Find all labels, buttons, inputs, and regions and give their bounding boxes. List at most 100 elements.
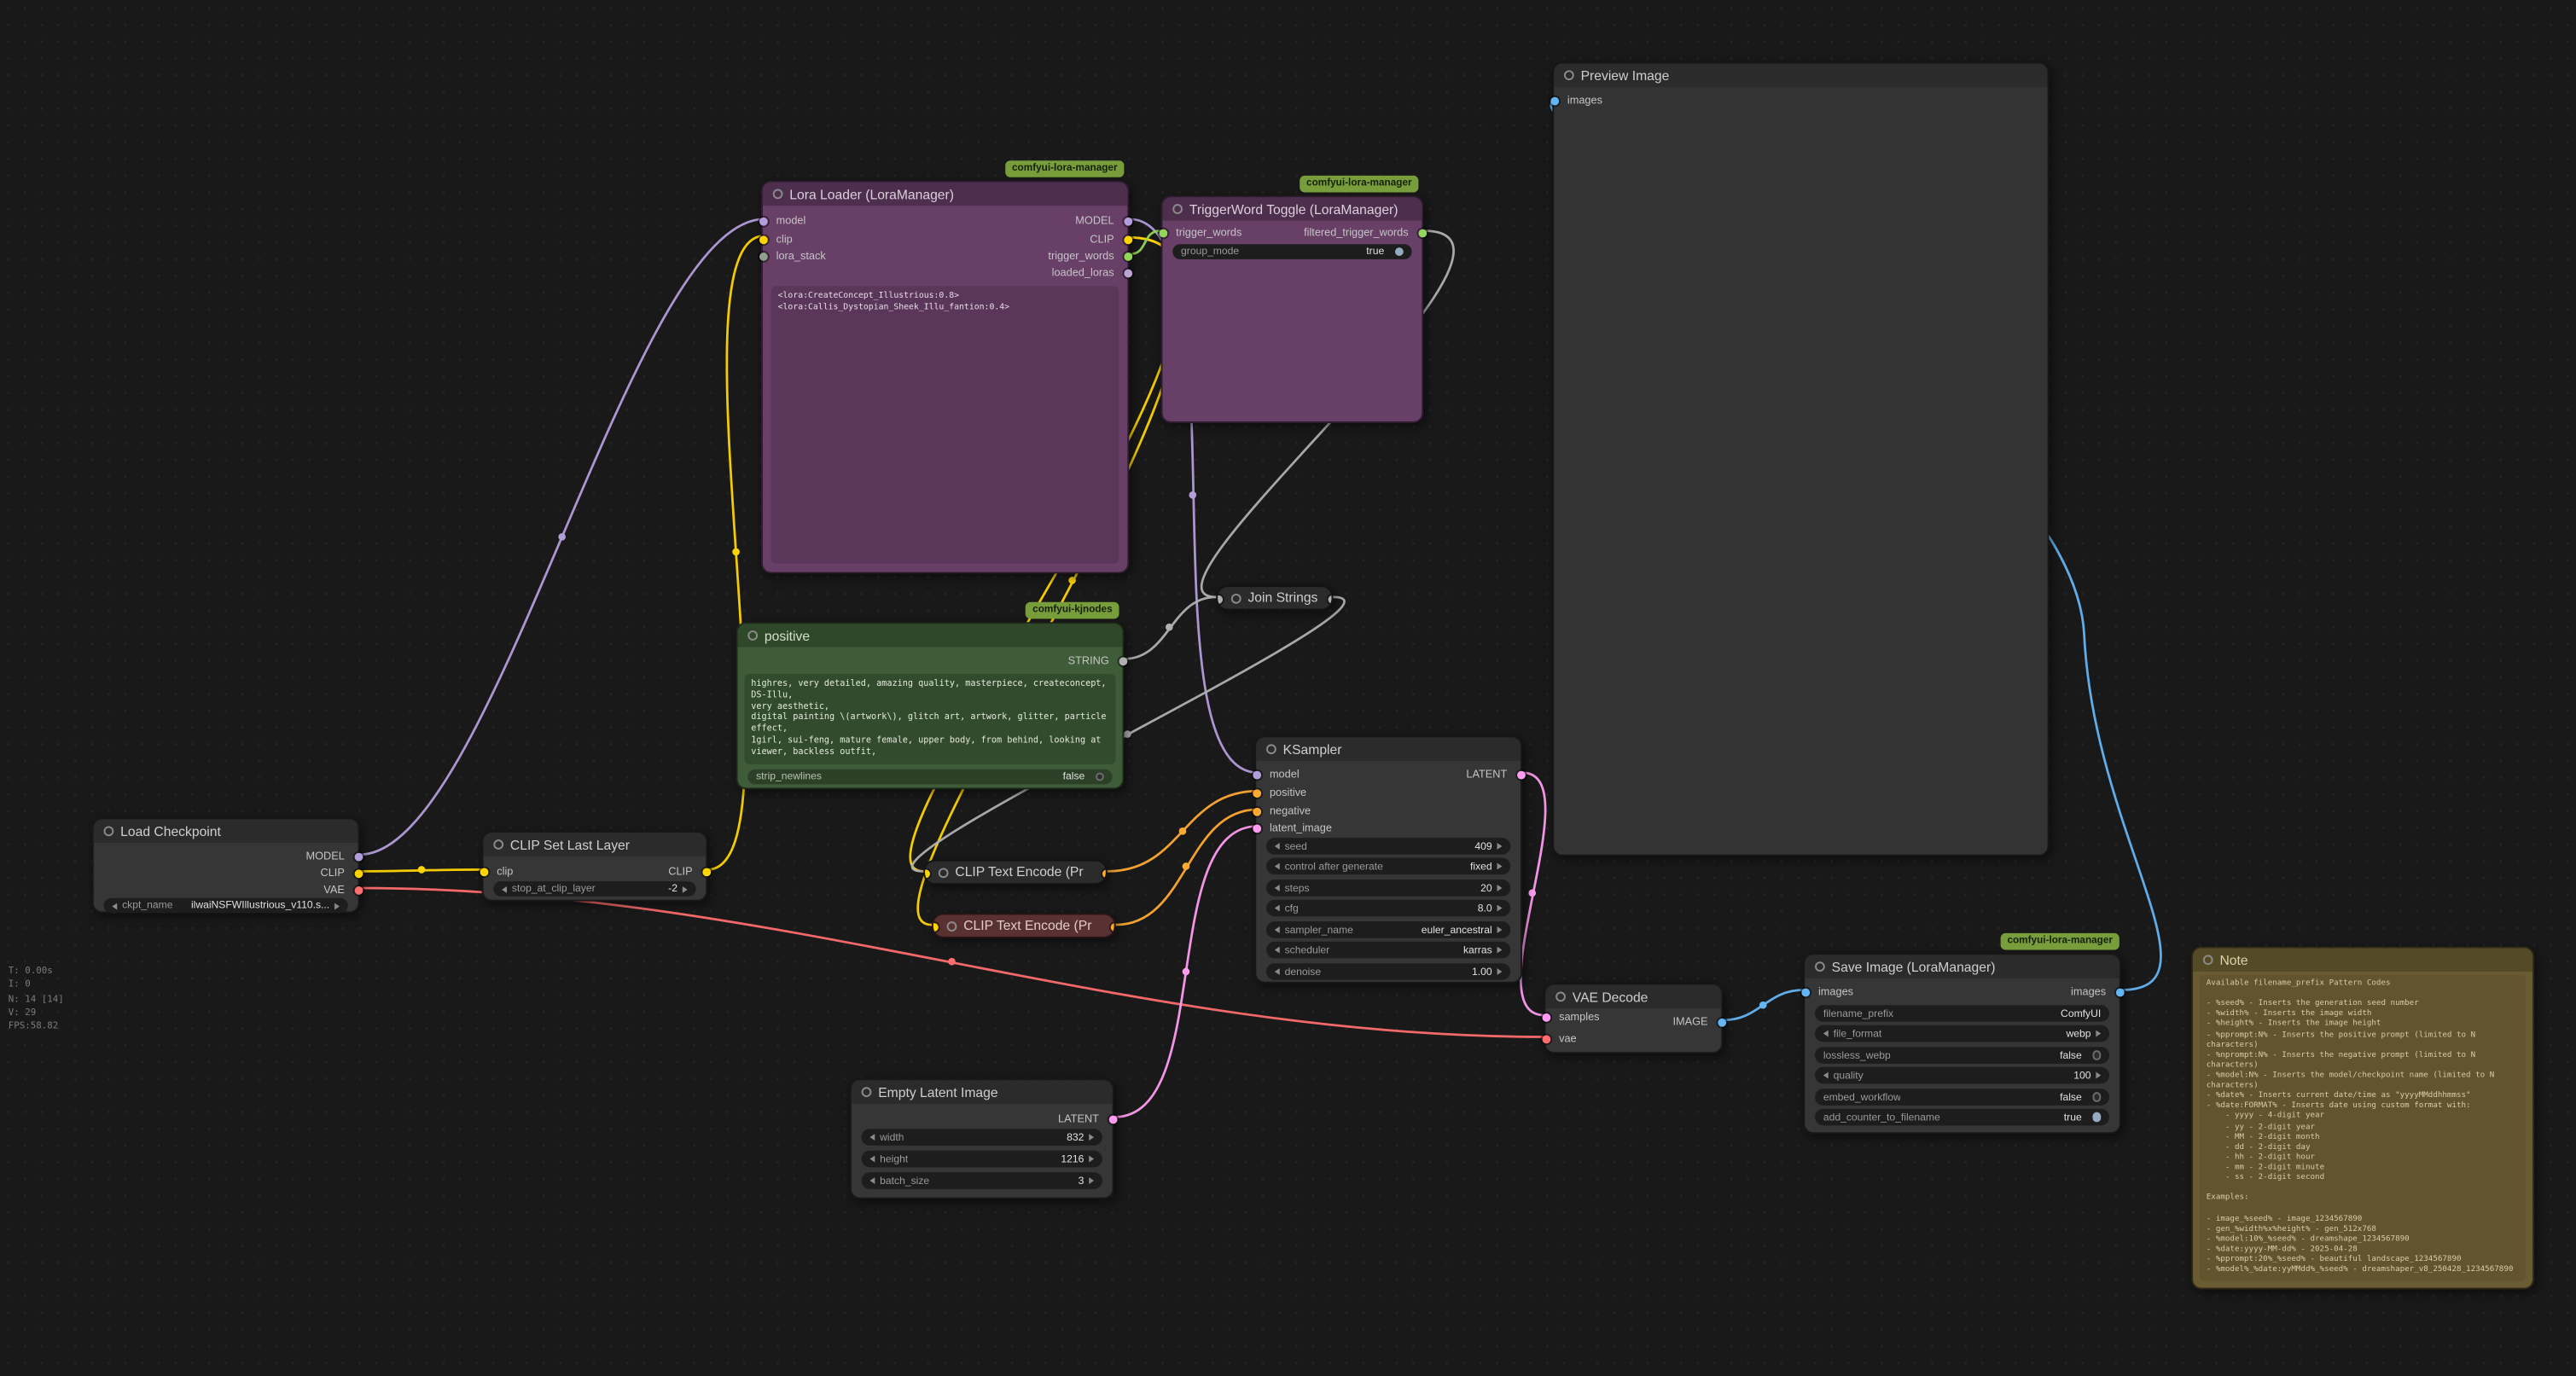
node-ksampler[interactable]: KSampler model positive negative latent_… [1254,736,1522,984]
collapse-dot-icon[interactable] [1815,961,1825,972]
model-port-icon[interactable] [1123,218,1131,226]
next-option-arrow-icon[interactable] [2096,1031,2101,1037]
node-title-bar[interactable]: TriggerWord Toggle (LoraManager) [1162,197,1422,220]
prev-option-arrow-icon[interactable] [112,903,117,909]
toggle-knob-icon[interactable] [1394,247,1404,257]
image-port-icon[interactable] [2115,989,2124,997]
widget-strip-newlines[interactable]: strip_newlines false [747,769,1112,785]
node-triggerword-toggle[interactable]: comfyui-lora-manager TriggerWord Toggle … [1161,195,1424,423]
node-title-bar[interactable]: Empty Latent Image [852,1080,1113,1103]
filtered-trigger-words-port-icon[interactable] [1417,229,1426,238]
increment-arrow-icon[interactable] [1089,1177,1094,1184]
decrement-arrow-icon[interactable] [869,1134,875,1141]
latent-port-icon[interactable] [1252,824,1260,833]
widget-file-format[interactable]: file_format webp [1815,1025,2109,1042]
node-clip-set-last-layer[interactable]: CLIP Set Last Layer clip CLIP stop_at_cl… [482,831,708,901]
next-option-arrow-icon[interactable] [1497,947,1503,954]
decrement-arrow-icon[interactable] [869,1177,875,1184]
collapsed-input-port-icon[interactable] [1216,595,1222,604]
node-title-bar[interactable]: Note [2193,949,2532,972]
collapse-dot-icon[interactable] [939,867,949,877]
image-port-icon[interactable] [1550,97,1558,106]
prev-option-arrow-icon[interactable] [1275,926,1280,933]
prev-option-arrow-icon[interactable] [1275,863,1280,870]
prompt-text-widget[interactable]: highres, very detailed, amazing quality,… [744,674,1115,764]
widget-add-counter-to-filename[interactable]: add_counter_to_filename true [1815,1109,2109,1126]
increment-arrow-icon[interactable] [1497,885,1503,891]
widget-group-mode[interactable]: group_mode true [1172,244,1411,259]
widget-sampler-name[interactable]: sampler_name euler_ancestral [1266,921,1510,938]
widget-ckpt-name[interactable]: ckpt_name ilwaiNSFWIllustrious_v110.s... [104,898,348,914]
collapsed-output-port-icon[interactable] [1110,923,1116,932]
toggle-knob-icon[interactable] [2091,1112,2101,1122]
increment-arrow-icon[interactable] [1497,843,1503,850]
node-title-bar[interactable]: CLIP Set Last Layer [484,833,707,856]
trigger-words-port-icon[interactable] [1159,229,1167,238]
widget-scheduler[interactable]: scheduler karras [1266,942,1510,959]
clip-port-icon[interactable] [701,868,710,876]
collapsed-input-port-icon[interactable] [932,923,938,932]
node-title-bar[interactable]: positive [738,624,1123,647]
collapse-dot-icon[interactable] [493,839,503,850]
next-option-arrow-icon[interactable] [1497,863,1503,870]
node-positive-prompt[interactable]: comfyui-kjnodes positive STRING highres,… [736,622,1125,789]
collapse-dot-icon[interactable] [1172,204,1183,214]
trigger-words-port-icon[interactable] [1123,253,1131,261]
loaded-loras-port-icon[interactable] [1123,270,1131,278]
node-lora-loader[interactable]: comfyui-lora-manager Lora Loader (LoraMa… [761,181,1129,574]
next-option-arrow-icon[interactable] [1497,926,1503,933]
increment-arrow-icon[interactable] [1497,905,1503,912]
note-text-widget[interactable]: Available filename_prefix Pattern Codes … [2200,975,2526,1281]
widget-control-after-generate[interactable]: control after generate fixed [1266,858,1510,875]
node-title-bar[interactable]: Load Checkpoint [94,820,358,843]
collapse-dot-icon[interactable] [1266,744,1276,754]
decrement-arrow-icon[interactable] [1275,968,1280,975]
collapse-dot-icon[interactable] [1564,70,1574,80]
next-option-arrow-icon[interactable] [334,903,340,909]
widget-lossless-webp[interactable]: lossless_webp false [1815,1047,2109,1064]
widget-embed-workflow[interactable]: embed_workflow false [1815,1089,2109,1106]
conditioning-port-icon[interactable] [1252,789,1260,798]
lora-syntax-text-widget[interactable]: <lora:CreateConcept_Illustrious:0.8> <lo… [771,286,1119,563]
vae-port-icon[interactable] [1542,1035,1550,1043]
increment-arrow-icon[interactable] [1497,968,1503,975]
toggle-knob-icon[interactable] [1095,772,1104,781]
decrement-arrow-icon[interactable] [1275,905,1280,912]
clip-port-icon[interactable] [1123,235,1131,244]
decrement-arrow-icon[interactable] [502,885,507,892]
clip-port-icon[interactable] [354,869,363,878]
prev-option-arrow-icon[interactable] [1823,1031,1829,1037]
node-title-bar[interactable]: Preview Image [1554,63,2047,86]
node-title-bar[interactable]: Save Image (LoraManager) [1805,955,2120,978]
widget-stop-at-clip-layer[interactable]: stop_at_clip_layer -2 [493,881,695,897]
node-title-bar[interactable]: VAE Decode [1545,985,1721,1008]
widget-quality[interactable]: quality 100 [1815,1067,2109,1084]
collapse-dot-icon[interactable] [2203,955,2213,965]
node-preview-image[interactable]: Preview Image images [1552,62,2049,856]
decrement-arrow-icon[interactable] [1275,843,1280,850]
increment-arrow-icon[interactable] [1089,1156,1094,1163]
node-clip-text-encode-negative[interactable]: CLIP Text Encode (Pr [932,913,1116,938]
collapse-dot-icon[interactable] [1555,992,1566,1002]
image-port-icon[interactable] [1800,989,1809,997]
latent-port-icon[interactable] [1516,771,1525,780]
node-empty-latent-image[interactable]: Empty Latent Image LATENT width 832 heig… [850,1078,1114,1199]
widget-steps[interactable]: steps 20 [1266,880,1510,897]
node-join-strings[interactable]: comfyui-kjnodes Join Strings [1216,585,1333,610]
increment-arrow-icon[interactable] [1089,1134,1094,1141]
collapsed-input-port-icon[interactable] [923,869,929,878]
widget-batch-size[interactable]: batch_size 3 [862,1172,1102,1189]
collapse-dot-icon[interactable] [747,630,758,641]
model-port-icon[interactable] [1252,771,1260,780]
collapse-dot-icon[interactable] [104,826,114,836]
widget-filename-prefix[interactable]: filename_prefix ComfyUI [1815,1005,2109,1022]
toggle-knob-icon[interactable] [2091,1093,2101,1102]
decrement-arrow-icon[interactable] [869,1156,875,1163]
model-port-icon[interactable] [354,853,363,862]
widget-width[interactable]: width 832 [862,1129,1102,1146]
node-title-bar[interactable]: Lora Loader (LoraManager) [763,183,1127,206]
widget-seed[interactable]: seed 409 [1266,838,1510,855]
latent-port-icon[interactable] [1108,1116,1117,1124]
decrement-arrow-icon[interactable] [1823,1072,1829,1079]
